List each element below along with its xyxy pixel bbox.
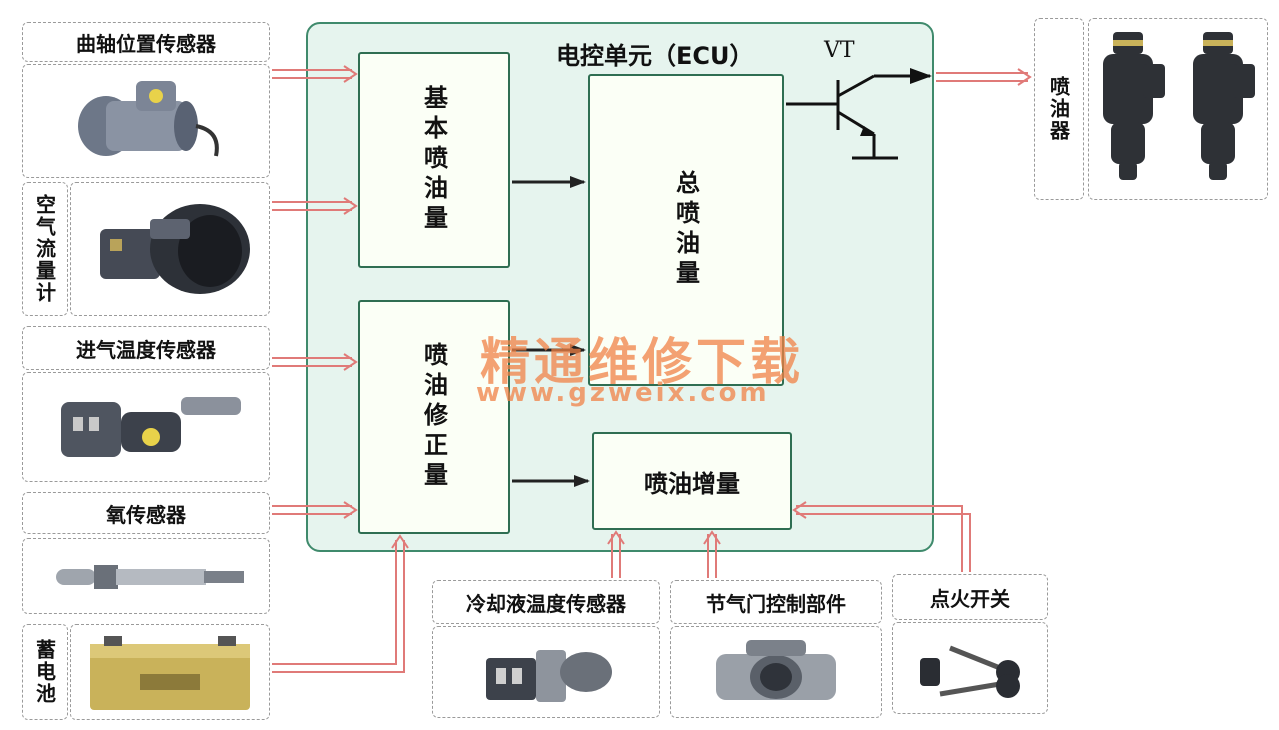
throttle-signal-arrow [707, 534, 717, 578]
airflow-signal-arrow [272, 201, 352, 211]
injection-correction-block: 喷油修正量 [358, 300, 510, 534]
ignition-signal-arrow [796, 505, 971, 572]
airflow-meter-label: 空气流量计 [22, 182, 68, 316]
coolant-temp-sensor-label: 冷却液温度传感器 [432, 580, 660, 624]
crankshaft-sensor-image [22, 64, 270, 178]
coolant-temp-sensor-image [432, 626, 660, 718]
crankshaft-sensor-label: 曲轴位置传感器 [22, 22, 270, 62]
watermark-url: www.gzweix.com [476, 378, 770, 408]
battery-icon [90, 636, 250, 710]
basic-injection-block: 基本喷油量 [358, 52, 510, 268]
oxygen-signal-arrow [272, 505, 352, 515]
coolant-signal-arrow [611, 534, 621, 578]
ecu-title: 电控单元（ECU） [556, 42, 754, 70]
intake-temp-sensor-image [22, 372, 270, 482]
coolant-temp-sensor-icon [486, 650, 612, 702]
battery-image [70, 624, 270, 720]
injector-output-arrow [936, 72, 1028, 82]
crankshaft-sensor-icon [78, 81, 219, 157]
crankshaft-signal-arrow [272, 69, 352, 79]
airflow-meter-icon [100, 204, 250, 294]
ignition-switch-image [892, 622, 1048, 714]
ignition-switch-label: 点火开关 [892, 574, 1048, 620]
throttle-body-icon [716, 640, 836, 700]
oxygen-sensor-image [22, 538, 270, 614]
fuel-injector-icon [1103, 32, 1255, 180]
total-injection-block: 总喷油量 [588, 74, 784, 386]
airflow-meter-image [70, 182, 270, 316]
total-injection-text: 总喷油量 [671, 170, 700, 290]
injection-increase-text: 喷油增量 [644, 469, 740, 498]
throttle-image [670, 626, 882, 718]
transistor-symbol [786, 74, 930, 160]
transistor-label: VT [824, 38, 855, 63]
intake-temp-sensor-icon [61, 397, 241, 457]
ignition-key-icon [920, 645, 1020, 698]
injection-correction-text: 喷油修正量 [419, 342, 448, 492]
injector-label: 喷油器 [1034, 18, 1084, 200]
intake-temp-sensor-label: 进气温度传感器 [22, 326, 270, 370]
intake-temp-signal-arrow [272, 357, 352, 367]
basic-injection-text: 基本喷油量 [419, 85, 448, 235]
throttle-label: 节气门控制部件 [670, 580, 882, 624]
injector-image [1088, 18, 1268, 200]
battery-signal-arrow [272, 540, 405, 673]
battery-label: 蓄电池 [22, 624, 68, 720]
injection-increase-block: 喷油增量 [592, 432, 792, 530]
oxygen-sensor-label: 氧传感器 [22, 492, 270, 534]
watermark-text: 精通维修下载 [480, 333, 804, 391]
oxygen-sensor-icon [56, 565, 244, 589]
